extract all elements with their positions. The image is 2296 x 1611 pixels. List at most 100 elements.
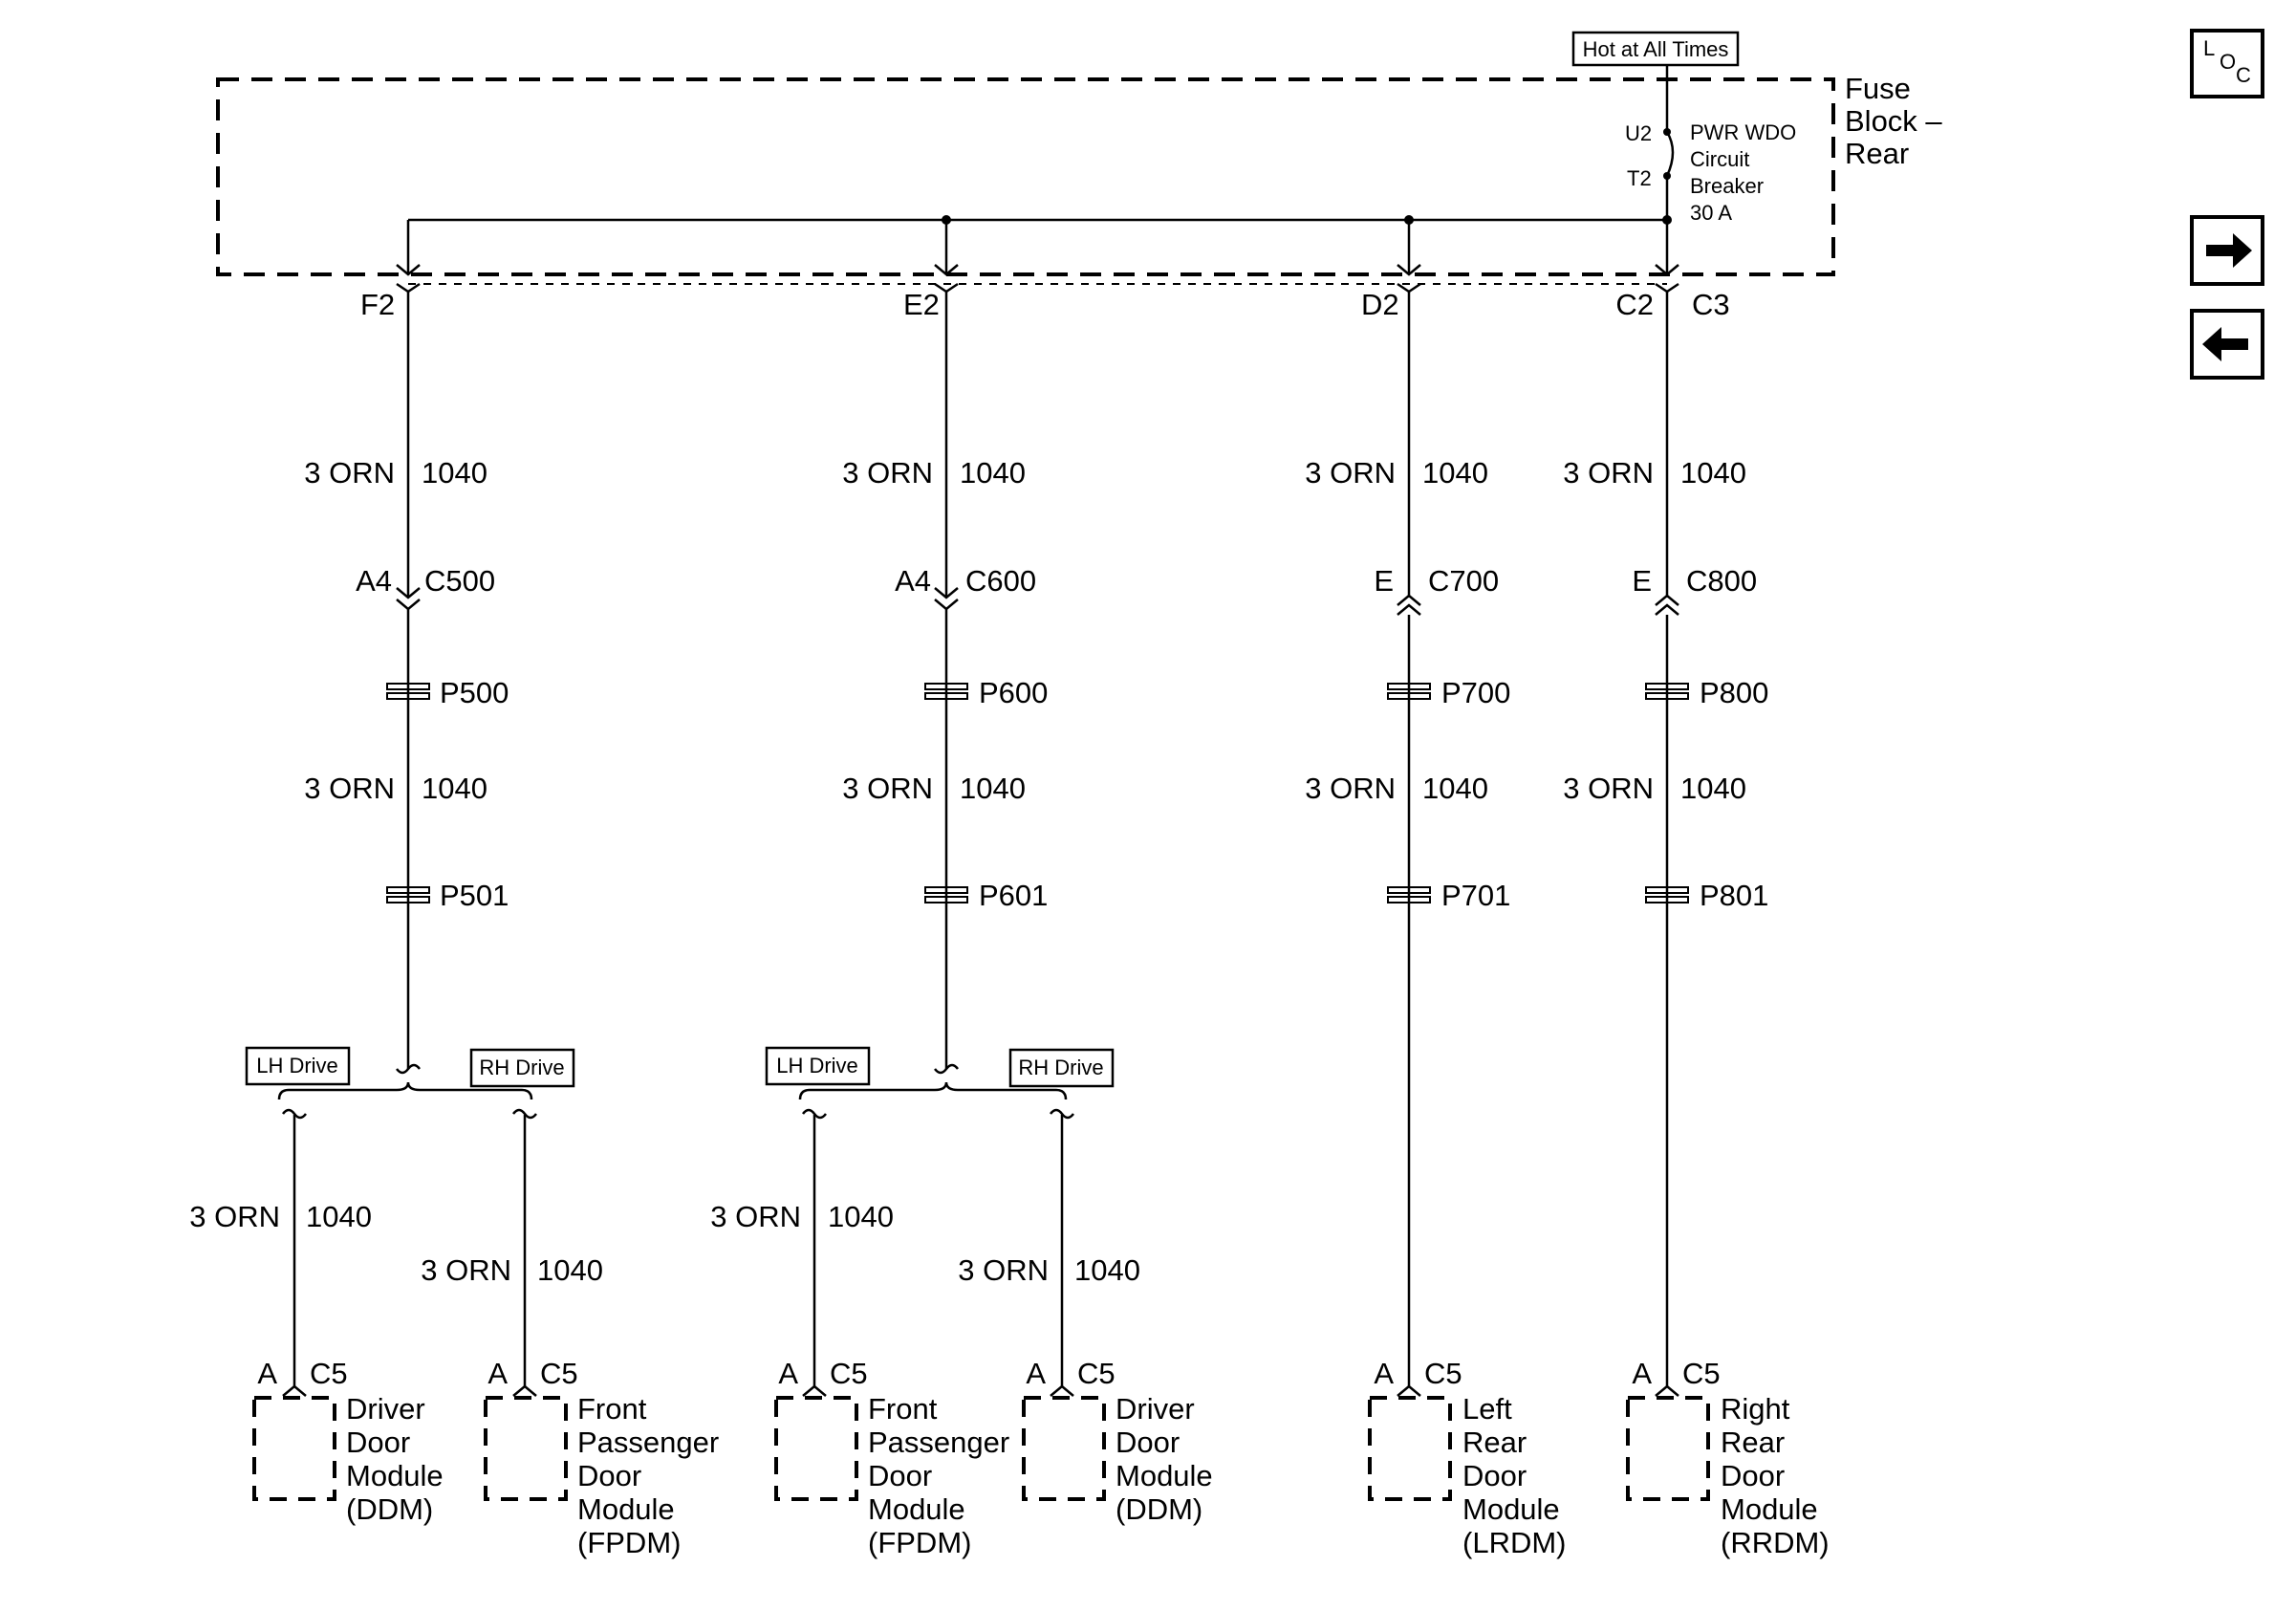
- fuse-pin-label: E2: [903, 288, 940, 321]
- module-pin-label: A: [778, 1357, 798, 1390]
- front-passenger-door-module-box: [774, 1396, 858, 1501]
- wire-gauge-label: 3 ORN: [1563, 456, 1654, 490]
- fuse-pin-label: F2: [360, 288, 395, 321]
- wire-gauge-label: 3 ORN: [958, 1253, 1049, 1287]
- module-label: Door: [1462, 1459, 1527, 1492]
- module-pin-label: A: [1374, 1357, 1394, 1390]
- module-label: Door: [577, 1459, 641, 1492]
- connector-pin-label: A4: [895, 564, 931, 598]
- wire-circuit-label: 1040: [422, 456, 487, 490]
- splice-pack-symbol: [924, 886, 968, 903]
- loc-letter-o: O: [2220, 50, 2236, 74]
- wire-circuit-label: 1040: [537, 1253, 603, 1287]
- drive-option-bracket: [277, 1081, 533, 1100]
- splice-label: P500: [440, 676, 509, 709]
- wire-gauge-label: 3 ORN: [304, 456, 395, 490]
- front-passenger-door-module-box: [484, 1396, 568, 1501]
- module-label: Left: [1462, 1392, 1512, 1426]
- fuse-block-outline: [216, 77, 1835, 276]
- splice-label: P600: [979, 676, 1048, 709]
- hot-at-all-times-box: [1571, 31, 1740, 67]
- wire-gauge-label: 3 ORN: [842, 456, 933, 490]
- breaker-label-4: 30 A: [1690, 201, 1732, 225]
- module-label: Front: [577, 1392, 647, 1426]
- module-connector-label: C5: [1077, 1357, 1116, 1390]
- wire-circuit-label: 1040: [1422, 772, 1488, 805]
- driver-door-module-box: [252, 1396, 336, 1501]
- splice-label: P800: [1700, 676, 1768, 709]
- module-label: Module: [1116, 1459, 1213, 1492]
- module-label: Right: [1721, 1392, 1790, 1426]
- splice-pack-symbol: [924, 683, 968, 700]
- wire-circuit-label: 1040: [960, 772, 1026, 805]
- branch-d2: D2 3 ORN 1040 E C700 P700 3 ORN 1040 P70…: [1305, 264, 1567, 1559]
- driver-door-module-box: [1022, 1396, 1106, 1501]
- lh-drive-label: LH Drive: [776, 1054, 858, 1078]
- module-pin-label: A: [257, 1357, 277, 1390]
- drive-option-bracket: [798, 1081, 1068, 1100]
- splice-pack-symbol: [1645, 683, 1689, 700]
- module-connector-label: C5: [1682, 1357, 1721, 1390]
- next-page-button[interactable]: [2190, 215, 2264, 286]
- module-label: (FPDM): [868, 1526, 971, 1559]
- breaker-label-2: Circuit: [1690, 147, 1749, 171]
- module-label: Driver: [1116, 1392, 1195, 1426]
- fuse-pin-label: C2: [1615, 288, 1654, 321]
- breaker-label-1: PWR WDO: [1690, 120, 1796, 144]
- wire-circuit-label: 1040: [1074, 1253, 1140, 1287]
- module-connector-label: C5: [830, 1357, 868, 1390]
- module-label: Rear: [1721, 1426, 1785, 1459]
- module-label: (LRDM): [1462, 1526, 1567, 1559]
- fuse-block-label-3: Rear: [1845, 137, 1909, 170]
- wire-circuit-label: 1040: [960, 456, 1026, 490]
- wire-gauge-label: 3 ORN: [710, 1200, 801, 1233]
- fuse-block-rear: Fuse Block – Rear Hot at All Times U2 T2…: [216, 31, 1942, 285]
- splice-pack-symbol: [386, 886, 430, 903]
- splice-pack-symbol: [386, 683, 430, 700]
- location-button[interactable]: L O C: [2190, 29, 2264, 98]
- loc-letter-c: C: [2236, 63, 2251, 87]
- module-label: Module: [577, 1492, 675, 1526]
- connector-id-label: C700: [1428, 564, 1499, 598]
- module-label: Door: [1116, 1426, 1180, 1459]
- rh-drive-label: RH Drive: [1018, 1056, 1103, 1079]
- splice-label: P601: [979, 879, 1048, 912]
- module-pin-label: A: [1632, 1357, 1652, 1390]
- splice-label: P801: [1700, 879, 1768, 912]
- hot-at-all-times-label: Hot at All Times: [1583, 37, 1729, 61]
- module-connector-label: C5: [310, 1357, 348, 1390]
- splice-pack-symbol: [1645, 886, 1689, 903]
- module-pin-label: A: [1026, 1357, 1046, 1390]
- connector-id-label: C600: [965, 564, 1036, 598]
- rh-drive-box: [1008, 1048, 1115, 1088]
- branch-e2: E2 3 ORN 1040 A4 C600 P600 3 ORN 1040 P6…: [710, 264, 1213, 1559]
- branch-f2: F2 3 ORN 1040 A4 C500 P500 3 ORN 1040 P5…: [189, 264, 719, 1559]
- wire-gauge-label: 3 ORN: [1563, 772, 1654, 805]
- lh-drive-label: LH Drive: [256, 1054, 338, 1078]
- wire-gauge-label: 3 ORN: [189, 1200, 280, 1233]
- wire-circuit-label: 1040: [1680, 456, 1746, 490]
- wire-gauge-label: 3 ORN: [1305, 456, 1396, 490]
- fuse-pin-label: D2: [1361, 288, 1399, 321]
- splice-label: P701: [1441, 879, 1510, 912]
- splice-label: P700: [1441, 676, 1510, 709]
- module-label: Module: [346, 1459, 444, 1492]
- module-label: Module: [1462, 1492, 1560, 1526]
- wire-gauge-label: 3 ORN: [304, 772, 395, 805]
- splice-pack-symbol: [1387, 886, 1431, 903]
- circuit-breaker-symbol: [1665, 131, 1675, 177]
- connector-pin-label: A4: [356, 564, 392, 598]
- branch-c2-c3: C2 C3 3 ORN 1040 E C800 P800 3 ORN 1040 …: [1563, 264, 1830, 1559]
- arrow-right-icon: [2206, 233, 2252, 268]
- module-label: Door: [346, 1426, 410, 1459]
- connector-pin-label: E: [1374, 564, 1394, 598]
- rh-drive-label: RH Drive: [479, 1056, 564, 1079]
- module-label: Door: [868, 1459, 932, 1492]
- module-label: Passenger: [868, 1426, 1009, 1459]
- module-label: Driver: [346, 1392, 425, 1426]
- previous-page-button[interactable]: [2190, 309, 2264, 380]
- module-connector-label: C5: [540, 1357, 578, 1390]
- module-label: (RRDM): [1721, 1526, 1830, 1559]
- loc-letter-l: L: [2203, 36, 2215, 60]
